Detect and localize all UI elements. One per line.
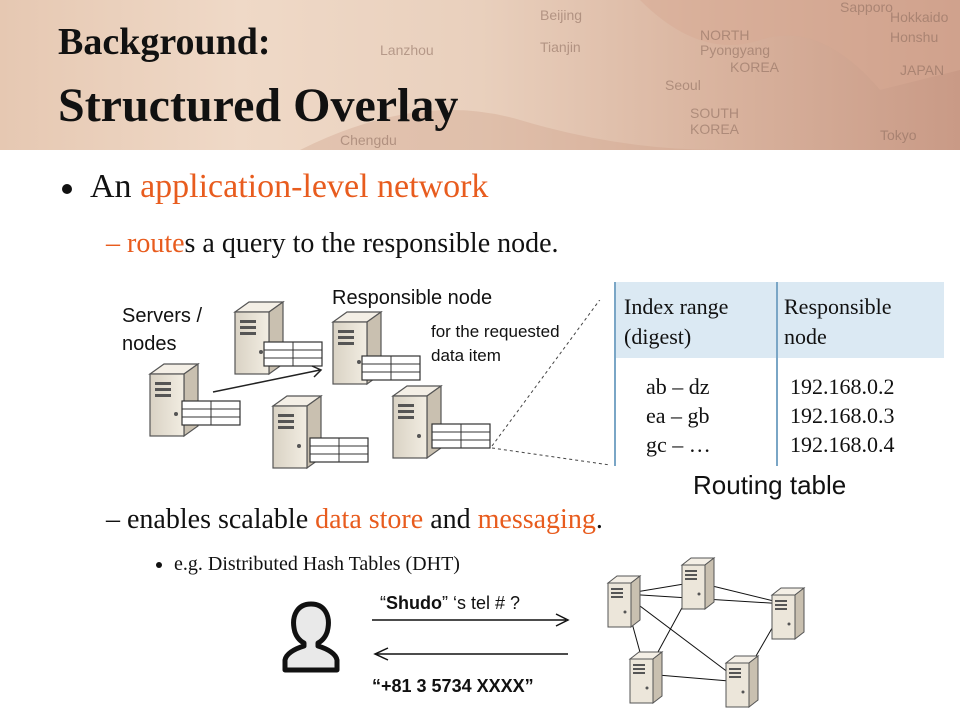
server-icon (272, 395, 369, 469)
title-banner: Beijing NORTH Pyongyang KOREA Seoul SOUT… (0, 0, 960, 150)
slide-title-line1: Background: (58, 21, 271, 63)
routing-table: Index range (digest) Responsible node ab… (614, 282, 944, 466)
svg-text:Tianjin: Tianjin (540, 39, 581, 55)
quote: “ (380, 593, 386, 613)
text: . (595, 504, 603, 535)
server-diagram (149, 300, 610, 469)
server-icon (771, 587, 805, 640)
bullet-icon (62, 184, 72, 195)
arrow-icon (373, 647, 568, 661)
route-highlight: route (127, 228, 185, 259)
arrow-icon (372, 613, 570, 627)
dash: – (106, 504, 127, 535)
table-row: 192.168.0.3 (790, 403, 895, 428)
header-col2-line2: node (784, 324, 827, 349)
sub-bullet-routes: – routes a query to the responsible node… (106, 228, 559, 260)
server-icon (332, 311, 421, 385)
header-index-range: Index range (digest) (624, 292, 728, 352)
data-store-highlight: data store (315, 504, 424, 535)
sub-bullet-text: s a query to the responsible node. (184, 228, 559, 259)
server-icon (681, 557, 715, 610)
server-icon (234, 301, 323, 375)
routing-table-header (614, 282, 944, 358)
arrow-icon (212, 365, 323, 393)
header-col1-line2: (digest) (624, 324, 692, 349)
answer-label: “+81 3 5734 XXXX” (372, 676, 534, 696)
query-name: Shudo (386, 593, 442, 613)
dht-network (607, 557, 805, 708)
header-col1-line1: Index range (624, 294, 729, 319)
svg-text:Chengdu: Chengdu (340, 132, 397, 148)
server-icon (607, 575, 641, 628)
servers-label: Servers / nodes (122, 302, 202, 358)
svg-text:Lanzhou: Lanzhou (380, 42, 434, 58)
table-divider (776, 282, 778, 358)
table-row: 192.168.0.2 (790, 374, 895, 399)
bullet-highlight: application-level network (140, 168, 489, 205)
query-rest: ” ‘s tel # ? (442, 593, 521, 613)
slide-title-line2: Structured Overlay (58, 79, 459, 132)
bullet-text: An (90, 168, 141, 205)
servers-label-line2: nodes (122, 333, 177, 355)
table-row: 192.168.0.4 (790, 432, 895, 457)
table-border (614, 282, 616, 466)
zoom-line-top (491, 300, 601, 447)
header-col2-line1: Responsible (784, 294, 892, 319)
svg-text:Hokkaido: Hokkaido (890, 9, 949, 25)
table-row: ab – dz (646, 374, 710, 399)
svg-text:Seoul: Seoul (665, 77, 701, 93)
svg-text:KOREA: KOREA (730, 59, 780, 75)
map-background: Beijing NORTH Pyongyang KOREA Seoul SOUT… (300, 0, 960, 150)
svg-text:KOREA: KOREA (690, 121, 740, 137)
messaging-highlight: messaging (477, 504, 596, 535)
svg-text:JAPAN: JAPAN (900, 62, 944, 78)
server-icon (392, 385, 491, 459)
svg-text:Tokyo: Tokyo (880, 127, 917, 143)
index-range-column: ab – dz ea – gb gc – … (646, 372, 711, 459)
bullet-icon (156, 562, 162, 569)
svg-text:Honshu: Honshu (890, 29, 938, 45)
bullet-application-network: An application-level network (62, 168, 488, 206)
server-icon (725, 655, 759, 708)
zoom-line-bottom (491, 447, 610, 466)
server-icon (149, 363, 241, 437)
svg-text:Sapporo: Sapporo (840, 0, 893, 15)
dash: – (106, 228, 127, 259)
query-arrows (372, 613, 570, 661)
header-responsible-node: Responsible node (784, 292, 892, 352)
text: and (423, 504, 478, 535)
table-row: gc – … (646, 432, 711, 457)
servers-label-line1: Servers / (122, 305, 203, 327)
table-divider (776, 358, 778, 466)
query-label: “Shudo” ‘s tel # ? (380, 593, 520, 614)
user-icon (282, 601, 340, 673)
svg-text:Pyongyang: Pyongyang (700, 42, 770, 58)
node-column: 192.168.0.2 192.168.0.3 192.168.0.4 (790, 372, 895, 459)
dht-text: e.g. Distributed Hash Tables (DHT) (174, 553, 460, 575)
text: enables scalable (127, 504, 316, 535)
requested-line2: data item (431, 346, 501, 365)
table-row: ea – gb (646, 403, 710, 428)
requested-item-label: for the requested data item (431, 320, 560, 368)
server-icon (629, 651, 663, 704)
responsible-node-label: Responsible node (332, 287, 493, 309)
svg-text:Beijing: Beijing (540, 7, 582, 23)
requested-line1: for the requested (431, 322, 560, 341)
routing-table-caption: Routing table (693, 470, 847, 500)
sub-bullet-enables: – enables scalable data store and messag… (106, 504, 603, 536)
svg-text:NORTH: NORTH (700, 27, 750, 43)
svg-text:SOUTH: SOUTH (690, 105, 739, 121)
sub-sub-bullet-dht: e.g. Distributed Hash Tables (DHT) (156, 553, 460, 576)
